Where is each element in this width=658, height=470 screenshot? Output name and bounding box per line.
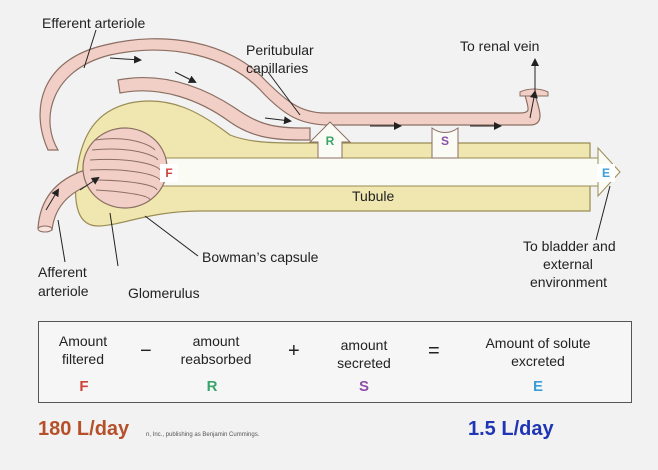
label-efferent-arteriole: Efferent arteriole — [42, 15, 146, 31]
label-peritubular-2: capillaries — [246, 60, 309, 76]
equation-letter-s: S — [358, 378, 369, 395]
term-secreted-line2: secreted — [337, 355, 391, 371]
label-afferent-2: arteriole — [38, 283, 89, 299]
marker-e: E — [597, 164, 615, 182]
term-filtered-line2: filtered — [61, 351, 105, 367]
label-bowmans-capsule: Bowman’s capsule — [202, 249, 319, 265]
equation-letter-f: F — [79, 378, 89, 395]
equation-letter-r: R — [206, 378, 218, 395]
term-excreted-line2: excreted — [511, 353, 565, 369]
term-reabsorbed-line1: amount — [192, 333, 240, 349]
label-tubule: Tubule — [352, 188, 395, 204]
equation-term-filtered: Amount filtered — [44, 332, 122, 368]
marker-s: S — [440, 134, 449, 148]
marker-f: F — [160, 164, 178, 182]
marker-r: R — [325, 134, 335, 148]
filtered-volume-value: 180 L/day — [38, 418, 130, 440]
label-bladder-1: To bladder and — [523, 238, 616, 254]
label-glomerulus: Glomerulus — [128, 285, 200, 301]
minus-operator: − — [140, 340, 152, 362]
equation-term-excreted: Amount of solute excreted — [464, 334, 612, 370]
glomerulus-loops — [89, 138, 161, 201]
term-reabsorbed-line2: reabsorbed — [180, 351, 252, 367]
equation-letter-e: E — [532, 378, 543, 395]
publisher-credit: n, Inc., publishing as Benjamin Cummings… — [146, 432, 260, 438]
tubule-lumen — [159, 157, 599, 187]
label-renal-vein: To renal vein — [460, 38, 540, 54]
label-afferent-1: Afferent — [38, 264, 87, 280]
equation-term-reabsorbed: amount reabsorbed — [168, 332, 264, 368]
leader-lines — [57, 29, 611, 267]
term-secreted-line1: amount — [340, 337, 388, 353]
peritubular-capillary — [117, 77, 311, 141]
afferent-opening — [37, 225, 53, 233]
reabsorption-channel — [308, 121, 352, 159]
equals-operator: = — [428, 340, 440, 362]
term-filtered-line1: Amount — [58, 333, 108, 349]
equation-term-secreted: amount secreted — [320, 336, 408, 372]
excreted-volume-value: 1.5 L/day — [468, 418, 554, 440]
term-excreted-line1: Amount of solute — [485, 335, 591, 351]
flow-arrows — [45, 55, 539, 211]
label-peritubular-1: Peritubular — [246, 42, 314, 58]
label-bladder-2: external — [543, 256, 593, 272]
secretion-channel — [431, 127, 459, 159]
label-bladder-3: environment — [530, 274, 608, 290]
equation-box — [38, 321, 632, 403]
plus-operator: + — [288, 340, 300, 362]
